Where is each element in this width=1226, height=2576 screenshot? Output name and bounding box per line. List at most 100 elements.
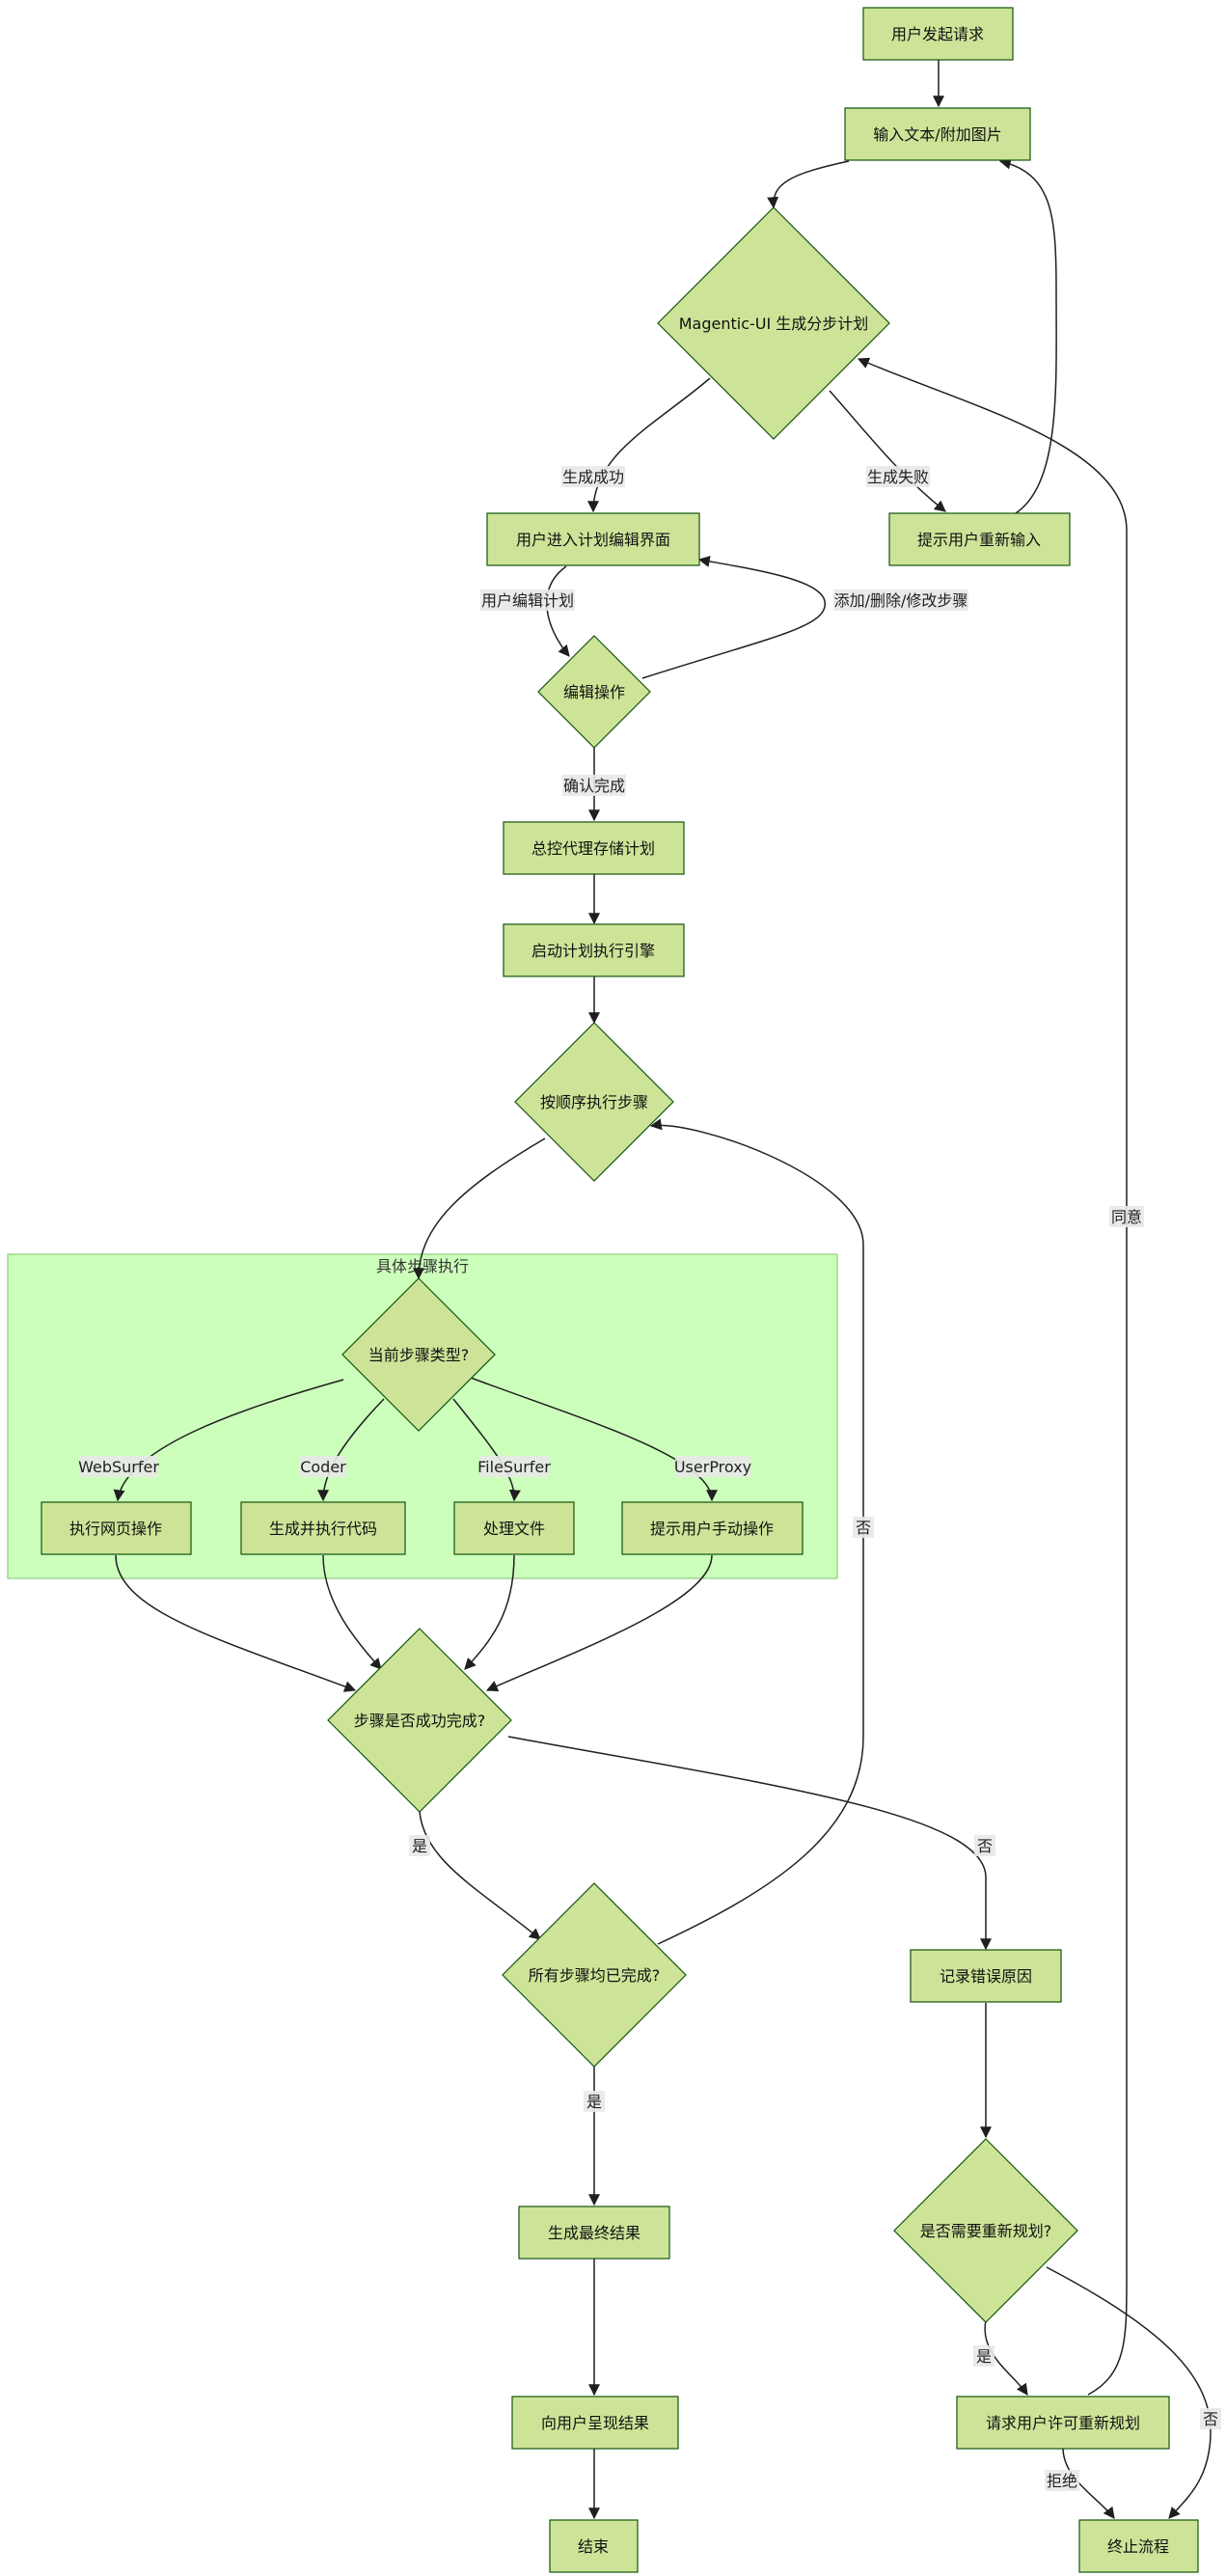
svg-text:生成并执行代码: 生成并执行代码 bbox=[269, 1520, 377, 1538]
svg-text:是: 是 bbox=[412, 1837, 427, 1855]
edge-label-websurfer: WebSurfer bbox=[78, 1456, 159, 1477]
edge-askperm-stop bbox=[1062, 2447, 1115, 2519]
nodes: 用户发起请求 输入文本/附加图片 Magentic-UI 生成分步计划 用户进入… bbox=[41, 7, 1199, 2573]
svg-text:提示用户手动操作: 提示用户手动操作 bbox=[650, 1520, 774, 1538]
node-end[interactable]: 结束 bbox=[549, 2519, 639, 2573]
edge-label-gen-fail: 生成失败 bbox=[866, 466, 930, 487]
node-present[interactable]: 向用户呈现结果 bbox=[511, 2396, 679, 2450]
svg-text:结束: 结束 bbox=[578, 2537, 609, 2556]
svg-text:否: 否 bbox=[1203, 2410, 1218, 2428]
node-code[interactable]: 生成并执行代码 bbox=[240, 1501, 406, 1555]
svg-text:按顺序执行步骤: 按顺序执行步骤 bbox=[540, 1093, 648, 1111]
svg-text:Coder: Coder bbox=[300, 1458, 346, 1476]
edge-label-user-edit: 用户编辑计划 bbox=[480, 589, 575, 611]
node-input[interactable]: 输入文本/附加图片 bbox=[844, 107, 1031, 161]
node-all-done[interactable]: 所有步骤均已完成? bbox=[502, 1882, 687, 2068]
node-plan[interactable]: Magentic-UI 生成分步计划 bbox=[657, 206, 890, 440]
edge-editui-editop bbox=[546, 565, 570, 657]
edge-input-plan bbox=[767, 160, 850, 209]
svg-text:向用户呈现结果: 向用户呈现结果 bbox=[541, 2414, 649, 2432]
svg-text:生成失败: 生成失败 bbox=[867, 468, 929, 486]
node-replan-q[interactable]: 是否需要重新规划? bbox=[893, 2138, 1078, 2323]
svg-text:WebSurfer: WebSurfer bbox=[78, 1458, 159, 1476]
edge-label-no1: 否 bbox=[974, 1835, 995, 1856]
edge-label-reject: 拒绝 bbox=[1045, 2470, 1079, 2491]
svg-text:步骤是否成功完成?: 步骤是否成功完成? bbox=[354, 1712, 486, 1730]
edge-code-ok bbox=[322, 1554, 382, 1670]
svg-text:UserProxy: UserProxy bbox=[674, 1458, 751, 1476]
edge-web-ok bbox=[115, 1554, 357, 1692]
node-start[interactable]: 用户发起请求 bbox=[862, 7, 1014, 61]
edge-label-yes1: 是 bbox=[409, 1835, 430, 1856]
svg-text:所有步骤均已完成?: 所有步骤均已完成? bbox=[529, 1966, 661, 1985]
edge-reinput-input bbox=[998, 157, 1057, 514]
svg-text:终止流程: 终止流程 bbox=[1107, 2537, 1169, 2556]
node-file[interactable]: 处理文件 bbox=[453, 1501, 575, 1555]
edge-alldone-exec bbox=[649, 1118, 864, 1945]
svg-text:输入文本/附加图片: 输入文本/附加图片 bbox=[873, 125, 1001, 144]
svg-text:添加/删除/修改步骤: 添加/删除/修改步骤 bbox=[834, 591, 968, 610]
svg-text:否: 否 bbox=[856, 1519, 871, 1537]
svg-text:生成最终结果: 生成最终结果 bbox=[548, 2224, 640, 2242]
edge-label-no3: 否 bbox=[1200, 2408, 1221, 2429]
edge-ok-logerr bbox=[507, 1736, 992, 1951]
edge-ok-alldone bbox=[419, 1811, 541, 1940]
svg-text:确认完成: 确认完成 bbox=[563, 777, 625, 795]
edge-label-add-del: 添加/删除/修改步骤 bbox=[833, 589, 968, 611]
svg-text:当前步骤类型?: 当前步骤类型? bbox=[368, 1346, 470, 1364]
node-step-ok[interactable]: 步骤是否成功完成? bbox=[327, 1628, 512, 1813]
svg-text:否: 否 bbox=[977, 1837, 993, 1855]
svg-text:编辑操作: 编辑操作 bbox=[563, 683, 625, 701]
node-web[interactable]: 执行网页操作 bbox=[41, 1501, 192, 1555]
node-engine[interactable]: 启动计划执行引擎 bbox=[503, 923, 685, 977]
svg-text:处理文件: 处理文件 bbox=[483, 1520, 545, 1538]
svg-text:同意: 同意 bbox=[1111, 1208, 1142, 1226]
svg-text:FileSurfer: FileSurfer bbox=[477, 1458, 551, 1476]
svg-text:记录错误原因: 记录错误原因 bbox=[940, 1967, 1032, 1986]
edge-label-yes3: 是 bbox=[973, 2345, 994, 2367]
node-ask-perm[interactable]: 请求用户许可重新规划 bbox=[956, 2396, 1170, 2450]
svg-text:拒绝: 拒绝 bbox=[1047, 2472, 1077, 2490]
cluster-title: 具体步骤执行 bbox=[376, 1257, 469, 1275]
edge-file-ok bbox=[464, 1554, 515, 1670]
node-log-err[interactable]: 记录错误原因 bbox=[910, 1949, 1062, 2003]
node-stop[interactable]: 终止流程 bbox=[1078, 2519, 1199, 2573]
edge-label-filesurfer: FileSurfer bbox=[477, 1456, 551, 1477]
edge-label-confirm: 确认完成 bbox=[562, 775, 626, 796]
edge-plan-reinput bbox=[829, 390, 946, 512]
node-step-type[interactable]: 当前步骤类型? bbox=[341, 1277, 496, 1432]
edge-manual-ok bbox=[485, 1554, 713, 1692]
node-manual[interactable]: 提示用户手动操作 bbox=[621, 1501, 804, 1555]
node-store[interactable]: 总控代理存储计划 bbox=[503, 821, 685, 875]
edge-label-no2: 否 bbox=[853, 1517, 874, 1538]
node-edit-ui[interactable]: 用户进入计划编辑界面 bbox=[486, 512, 700, 566]
edge-type-web bbox=[113, 1379, 344, 1502]
svg-text:用户进入计划编辑界面: 用户进入计划编辑界面 bbox=[516, 531, 670, 549]
node-edit-op[interactable]: 编辑操作 bbox=[537, 635, 651, 749]
edges bbox=[113, 60, 1212, 2520]
edge-label-coder: Coder bbox=[300, 1456, 346, 1477]
svg-text:是: 是 bbox=[586, 2093, 602, 2111]
svg-text:生成成功: 生成成功 bbox=[562, 468, 624, 486]
svg-text:执行网页操作: 执行网页操作 bbox=[69, 1520, 162, 1538]
svg-text:用户发起请求: 用户发起请求 bbox=[891, 25, 984, 43]
edge-label-gen-ok: 生成成功 bbox=[561, 466, 625, 487]
edge-label-userproxy: UserProxy bbox=[674, 1456, 751, 1477]
edge-replan-askperm bbox=[984, 2319, 1028, 2396]
svg-text:提示用户重新输入: 提示用户重新输入 bbox=[917, 531, 1041, 549]
svg-text:是: 是 bbox=[976, 2347, 992, 2366]
svg-text:Magentic-UI 生成分步计划: Magentic-UI 生成分步计划 bbox=[679, 315, 869, 333]
edge-label-agree: 同意 bbox=[1109, 1206, 1144, 1227]
edge-plan-editui bbox=[587, 377, 711, 513]
edge-exec-steptype bbox=[413, 1137, 546, 1280]
edge-labels: 生成成功 生成失败 用户编辑计划 添加/删除/修改步骤 确认完成 WebSurf… bbox=[78, 466, 1221, 2491]
edge-askperm-plan bbox=[857, 357, 1128, 2396]
node-reinput[interactable]: 提示用户重新输入 bbox=[888, 512, 1071, 566]
node-final[interactable]: 生成最终结果 bbox=[518, 2206, 670, 2260]
svg-text:启动计划执行引擎: 启动计划执行引擎 bbox=[531, 942, 655, 960]
edge-label-yes2: 是 bbox=[584, 2091, 605, 2112]
svg-text:总控代理存储计划: 总控代理存储计划 bbox=[531, 839, 655, 858]
node-exec-seq[interactable]: 按顺序执行步骤 bbox=[514, 1022, 674, 1182]
svg-text:请求用户许可重新规划: 请求用户许可重新规划 bbox=[986, 2414, 1140, 2432]
